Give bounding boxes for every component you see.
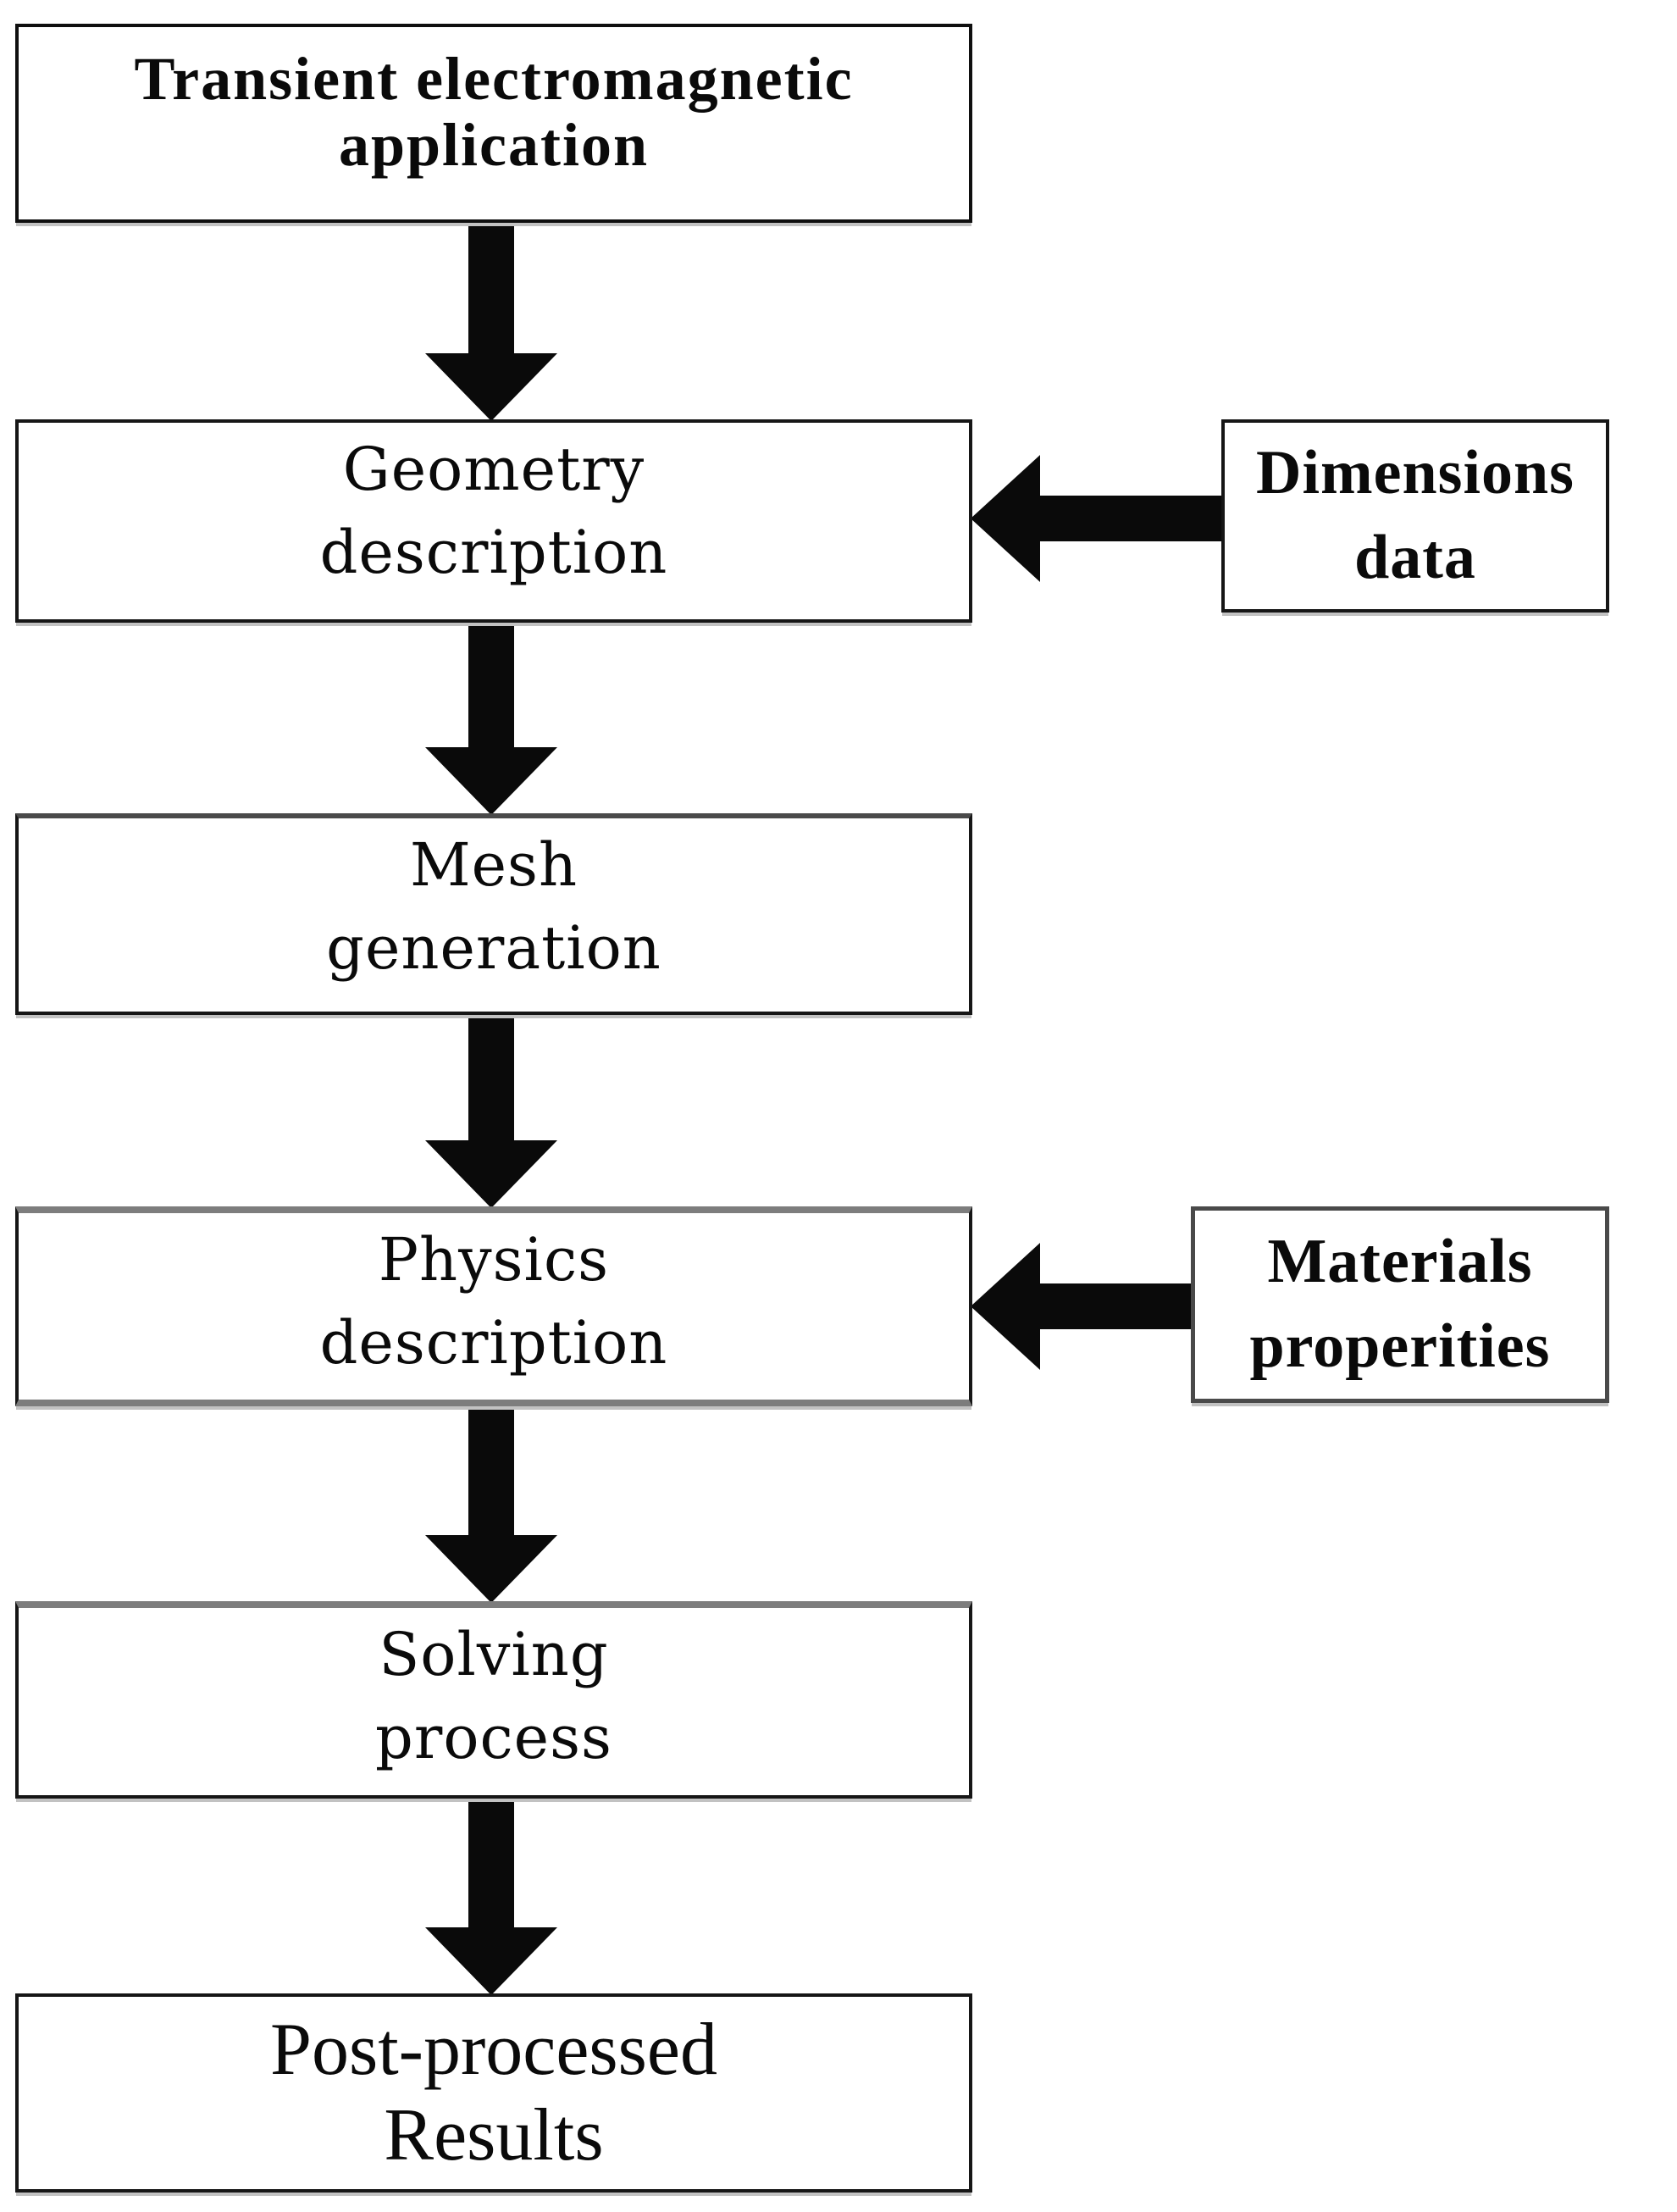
arrow-shaft bbox=[1038, 1283, 1193, 1329]
node-label-line: application bbox=[338, 111, 650, 180]
node-materials-properities: Materials properities bbox=[1191, 1206, 1609, 1403]
arrow-shaft bbox=[1038, 496, 1223, 541]
node-physics-description: Physics description bbox=[15, 1206, 972, 1406]
node-label-line: generation bbox=[326, 913, 661, 983]
arrow-shaft bbox=[468, 1405, 514, 1538]
arrow-shaft bbox=[468, 622, 514, 751]
node-label-line: Mesh bbox=[409, 830, 578, 900]
node-label-line: properities bbox=[1249, 1311, 1551, 1381]
node-label-line: Geometry bbox=[342, 435, 645, 504]
node-label-line: Dimensions bbox=[1256, 438, 1575, 508]
arrow-down-icon bbox=[425, 353, 557, 421]
node-post-processed-results: Post-processed Results bbox=[15, 1993, 972, 2193]
arrow-shaft bbox=[468, 1014, 514, 1144]
arrow-down-icon bbox=[425, 747, 557, 815]
node-label-line: process bbox=[375, 1703, 612, 1772]
node-dimensions-data: Dimensions data bbox=[1221, 419, 1609, 613]
node-solving-process: Solving process bbox=[15, 1601, 972, 1799]
arrow-down-icon bbox=[425, 1927, 557, 1995]
node-label-line: data bbox=[1354, 523, 1476, 592]
node-label-line: Post-processed bbox=[270, 2009, 717, 2092]
node-label-line: Physics bbox=[378, 1225, 610, 1294]
node-label-line: Materials bbox=[1267, 1227, 1533, 1297]
node-label-line: Transient electromagnetic bbox=[134, 45, 854, 113]
arrow-shaft bbox=[468, 1798, 514, 1931]
node-label-line: Results bbox=[384, 2093, 604, 2176]
node-label-line: description bbox=[319, 518, 668, 587]
node-label-line: description bbox=[319, 1308, 668, 1378]
arrow-down-icon bbox=[425, 1140, 557, 1208]
node-mesh-generation: Mesh generation bbox=[15, 813, 972, 1015]
node-geometry-description: Geometry description bbox=[15, 419, 972, 623]
arrow-left-icon bbox=[971, 1243, 1040, 1370]
node-label-line: Solving bbox=[379, 1620, 609, 1689]
arrow-down-icon bbox=[425, 1535, 557, 1603]
node-transient-electromagnetic-application: Transient electromagnetic application bbox=[15, 24, 972, 223]
arrow-shaft bbox=[468, 222, 514, 356]
arrow-left-icon bbox=[971, 455, 1040, 582]
